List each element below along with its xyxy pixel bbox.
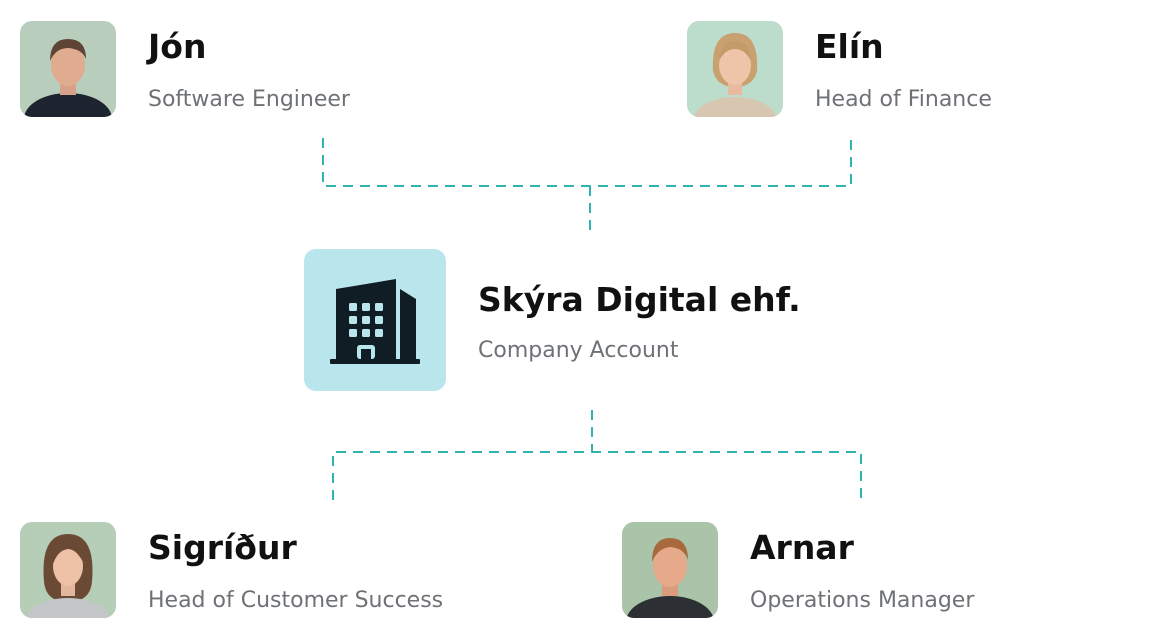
person-card-sigridur[interactable]: Sigríður Head of Customer Success xyxy=(20,522,500,622)
person-role: Operations Manager xyxy=(750,588,975,613)
person-role: Head of Customer Success xyxy=(148,588,444,613)
person-photo-icon xyxy=(20,21,116,117)
person-card-arnar[interactable]: Arnar Operations Manager xyxy=(622,522,1042,622)
company-name: Skýra Digital ehf. xyxy=(478,280,801,319)
avatar-jon xyxy=(20,21,116,117)
person-role: Head of Finance xyxy=(815,87,992,112)
person-name: Jón xyxy=(148,27,207,66)
person-name: Elín xyxy=(815,27,884,66)
person-photo-icon xyxy=(622,522,718,618)
person-card-elin[interactable]: Elín Head of Finance xyxy=(687,21,1087,121)
person-name: Arnar xyxy=(750,528,854,567)
avatar-sigridur xyxy=(20,522,116,618)
person-role: Software Engineer xyxy=(148,87,350,112)
avatar-elin xyxy=(687,21,783,117)
company-account-type: Company Account xyxy=(478,338,679,363)
person-name: Sigríður xyxy=(148,528,297,567)
person-card-jon[interactable]: Jón Software Engineer xyxy=(20,21,420,121)
company-icon-box xyxy=(304,249,446,391)
person-photo-icon xyxy=(687,21,783,117)
building-icon xyxy=(330,279,420,364)
person-photo-icon xyxy=(20,522,116,618)
avatar-arnar xyxy=(622,522,718,618)
